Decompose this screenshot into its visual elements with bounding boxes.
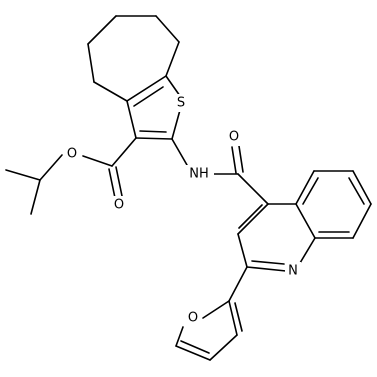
- bond-amide-carbonyl-right: [238, 145, 244, 173]
- bond-furan-c2-c3: [228, 300, 238, 336]
- bond-furan-c3-c4: [209, 334, 238, 361]
- bond-c6-c7-double: [348, 177, 365, 205]
- atom-labels: S O O NH O N O: [64, 94, 301, 327]
- bond-ester-carbon-oxygen: [82, 155, 113, 167]
- bond-s-c8: [171, 109, 181, 140]
- bond-c7-s: [165, 75, 181, 97]
- ester-oxygen-label: O: [67, 147, 77, 162]
- bond-amide-carbonyl-left: [231, 146, 237, 174]
- bond-quinoline-furan: [228, 266, 248, 302]
- bond-c1-c2: [93, 81, 128, 102]
- bond-c4a-c5: [295, 170, 315, 205]
- bond-c6-c7: [165, 41, 180, 77]
- bond-c6-c7: [352, 170, 372, 205]
- bond-furan-c4-c5: [175, 345, 211, 361]
- ester-carbonyl-oxygen-label: O: [114, 198, 124, 213]
- bond-furan-c2-c3-double: [234, 302, 243, 332]
- quinoline-nitrogen-label: N: [288, 264, 298, 279]
- bond-furan-c5-o: [175, 326, 184, 347]
- bond-c8a-c4a: [295, 203, 316, 239]
- bond-c4-c3: [237, 203, 269, 235]
- bond-c4a-c5-double: [302, 177, 319, 205]
- bond-c4-c3-double: [238, 204, 263, 229]
- bond-ester-carbonyl-left: [108, 168, 116, 199]
- bond-c8-nh: [171, 138, 188, 166]
- amide-carbonyl-oxygen-label: O: [229, 130, 239, 145]
- bond-c9-ester-carbon: [111, 137, 137, 167]
- bond-n-c8a: [299, 237, 316, 264]
- bond-c5-c6: [155, 15, 180, 43]
- bond-c1-c7: [126, 75, 167, 102]
- bond-isopropyl-methyl-left: [5, 169, 41, 181]
- bond-isopropyl-methyl-down: [30, 179, 41, 215]
- furan-oxygen-label: O: [188, 311, 198, 326]
- bond-furan-o-c2: [202, 300, 230, 319]
- bond-ester-carbonyl-right: [115, 166, 123, 197]
- amide-nh-label: NH: [189, 167, 209, 182]
- bond-c1-c7-double: [133, 86, 164, 107]
- bond-furan-c4-c5-double: [180, 340, 210, 354]
- bond-c8-c9-double: [139, 130, 167, 133]
- bond-c8-c9: [135, 137, 173, 140]
- bond-lines: [5, 15, 372, 361]
- bond-amide-carbon-c4: [237, 173, 269, 205]
- bond-c3-c4: [87, 15, 117, 45]
- bond-c2-n: [246, 266, 287, 272]
- bond-oxygen-isopropyl: [39, 154, 63, 181]
- sulfur-atom-label: S: [177, 96, 185, 111]
- bond-c3-c2: [237, 233, 248, 268]
- bond-c2-c3: [87, 43, 95, 83]
- bond-c9-c1: [126, 100, 137, 139]
- bond-c2-n-double: [251, 260, 285, 265]
- bond-c7-c8: [352, 203, 372, 239]
